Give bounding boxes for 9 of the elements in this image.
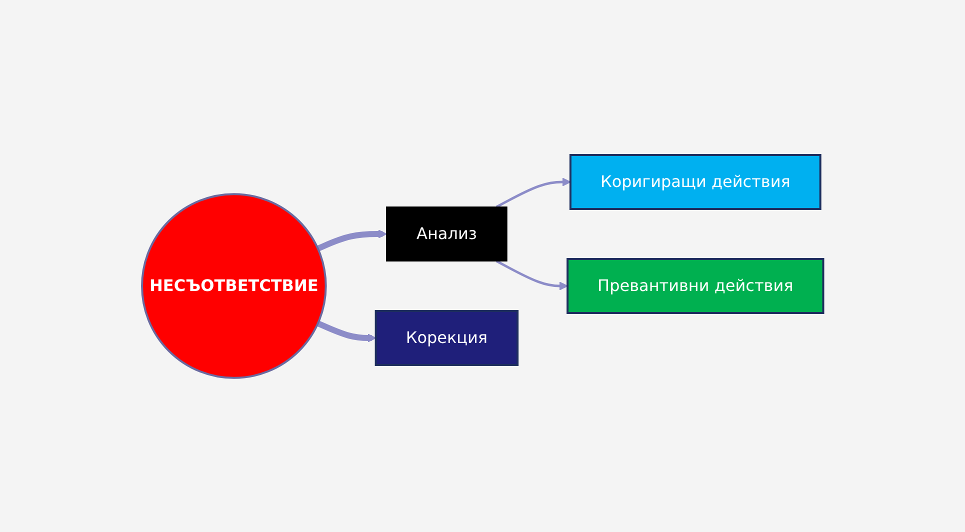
node-box: Анализ: [386, 206, 508, 262]
arrow: [316, 320, 376, 342]
node-box: Коригиращи действия: [569, 154, 822, 210]
node-box: Превантивни действия: [566, 258, 824, 314]
arrow: [316, 229, 387, 251]
node-circle: НЕСЪОТВЕТСТВИЕ: [140, 192, 327, 378]
arrow: [496, 177, 571, 208]
node-box: Корекция: [374, 310, 518, 366]
arrow: [496, 259, 568, 290]
